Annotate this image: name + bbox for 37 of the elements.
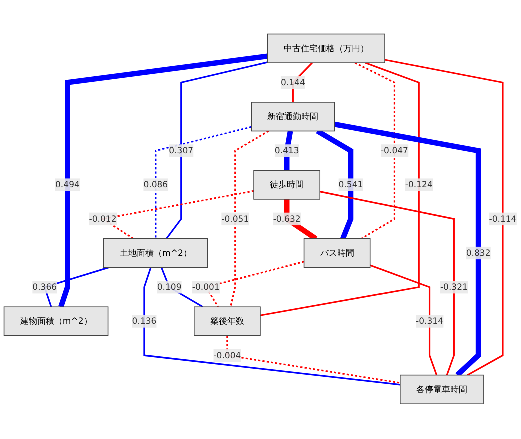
edge-label: 0.307: [169, 146, 194, 156]
edge-label: 0.541: [338, 180, 364, 190]
node-box: 建物面積（m^2）: [4, 307, 109, 337]
connector: [334, 122, 482, 378]
node-box: 築後年数: [194, 307, 261, 337]
connector: [166, 62, 268, 240]
edge-label: 0.144: [280, 78, 306, 88]
node-box: 徒歩時間: [254, 170, 320, 200]
node-box: 各停電車時間: [400, 375, 484, 405]
edge-label: -0.012: [89, 214, 117, 224]
edge-label: 0.109: [157, 282, 182, 292]
connector: [384, 60, 504, 376]
edge-label: -0.114: [489, 214, 517, 224]
node-box: 新宿通勤時間: [251, 102, 336, 132]
edge-label: -0.314: [416, 316, 444, 327]
node-box: バス時間: [304, 238, 371, 268]
edge-label: -0.632: [273, 214, 301, 224]
edge-label: 0.413: [274, 146, 300, 156]
edge-label: 0.494: [56, 180, 80, 190]
node-box: 土地面積（m^2）: [104, 238, 208, 268]
edge-label: 0.832: [466, 248, 491, 258]
edge-label: -0.004: [214, 350, 242, 361]
edge-label: -0.051: [222, 214, 250, 224]
connector: [370, 265, 438, 376]
edge-label: -0.001: [192, 282, 220, 292]
connector: [320, 191, 455, 376]
connector: [226, 336, 401, 384]
edge-label: -0.124: [405, 180, 433, 190]
connector: [155, 126, 252, 240]
node-box: 中古住宅価格（万円）: [267, 34, 386, 64]
edge-label: 0.366: [32, 282, 58, 292]
connector: [230, 130, 270, 308]
connector: [354, 62, 396, 240]
edge-label: 0.086: [144, 180, 168, 190]
edge-label: 0.136: [132, 316, 157, 327]
edge-label: -0.047: [380, 146, 408, 156]
edge-label: -0.321: [440, 282, 468, 292]
